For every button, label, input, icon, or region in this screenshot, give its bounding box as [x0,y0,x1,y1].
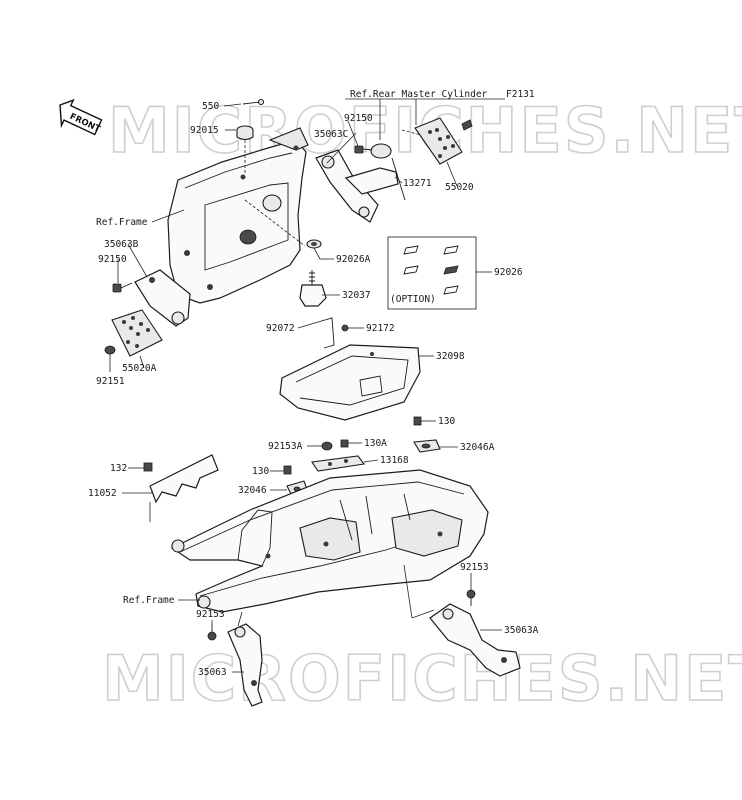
label-35063c: 35063C [314,129,348,140]
label-92026: 92026 [494,267,523,278]
label-92153-left: 92153 [196,609,225,620]
label-92072: 92072 [266,323,295,334]
part-92153a-bolt [321,441,333,451]
label-13168: 13168 [380,455,409,466]
part-35063a-bracket [429,603,521,677]
part-92153-bolt-left [207,624,217,641]
left-footpeg-plate [111,309,163,357]
label-130-left: 130 [252,466,269,477]
part-92015-grommet [236,125,254,173]
label-92150-top: 92150 [344,113,373,124]
label-ref-frame-upper: Ref.Frame [96,217,148,228]
part-130a-bolt [340,439,349,448]
figure-code: F2131 [506,89,535,100]
label-35063b: 35063B [104,239,139,250]
label-ref-frame-lower: Ref.Frame [123,595,175,606]
label-132: 132 [110,463,127,474]
label-11052: 11052 [88,488,117,499]
label-55020: 55020 [445,182,474,193]
part-32037-bracket [299,270,327,307]
part-550-pin [242,98,265,106]
option-label: (OPTION) [390,294,436,305]
label-ref-rear-master-cylinder: Ref.Rear Master Cylinder [350,89,488,100]
label-92026a: 92026A [336,254,371,265]
label-92015: 92015 [190,125,219,136]
part-35063-bracket [227,611,263,707]
part-92072-bracket [317,317,335,349]
part-130-bolt-left [283,465,292,475]
label-13271: 13271 [403,178,432,189]
leader-lines [109,98,505,673]
part-13168-plate [311,455,365,472]
front-arrow-icon: FRONT [59,98,103,136]
watermark-bottom: MICROFICHES.NET [102,642,742,715]
label-32046: 32046 [238,485,267,496]
label-55020a: 55020A [122,363,157,374]
part-132-bolt [143,462,153,472]
part-92151-bolt [104,345,116,355]
part-130-bolt-right [413,416,422,426]
upper-frame-section [167,127,309,304]
part-92172-screw [341,324,349,332]
label-32037: 32037 [342,290,371,301]
label-92153-right: 92153 [460,562,489,573]
label-92153a: 92153A [268,441,303,452]
part-92150-bolt-left [112,282,133,293]
lower-rear-frame [170,469,489,619]
label-550: 550 [202,101,219,112]
part-92150-bolt-top [354,145,373,154]
part-92153-bolt-right [466,589,476,606]
label-92151: 92151 [96,376,125,387]
option-box-92026: (OPTION) [387,236,477,310]
label-32098: 32098 [436,351,465,362]
label-35063: 35063 [198,667,227,678]
label-92150-left: 92150 [98,254,127,265]
left-footrest-bracket [134,269,191,327]
part-92026a-washer [306,239,322,249]
part-32046a-bracket [413,439,441,453]
part-labels: Ref.Rear Master Cylinder 550 92015 35063… [88,89,539,678]
label-32046a: 32046A [460,442,495,453]
part-32098-tray [279,344,421,421]
right-footrest-bracket [315,129,441,223]
label-92172: 92172 [366,323,395,334]
label-35063a: 35063A [504,625,539,636]
label-130a: 130A [364,438,387,449]
label-130-right: 130 [438,416,455,427]
right-footpeg-plate [414,117,473,165]
part-11052-bracket [149,454,219,522]
